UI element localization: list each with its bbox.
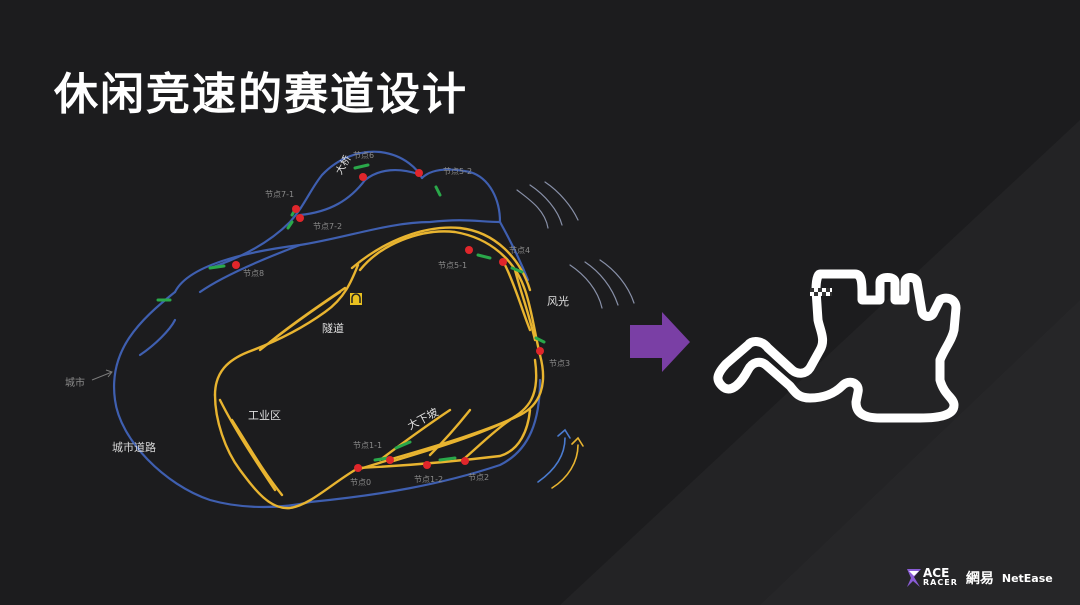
- label-node2: 节点2: [468, 473, 489, 482]
- node-7-1-dot: [292, 205, 300, 213]
- city-pointer-icon: [91, 369, 113, 381]
- node-2-dot: [461, 457, 469, 465]
- node-4-dot: [499, 258, 507, 266]
- label-node7-1: 节点7-1: [265, 190, 294, 199]
- label-city-road: 城市道路: [112, 440, 156, 454]
- segment-markers: [156, 163, 546, 462]
- label-node4: 节点4: [509, 246, 530, 255]
- node-3-dot: [536, 347, 544, 355]
- track-nodes: [232, 169, 544, 472]
- node-0-dot: [354, 464, 362, 472]
- node-5-1-dot: [465, 246, 473, 254]
- map-labels: 城市 城市道路 工业区 隧道 大下坡 风光 大桥 节点0 节点1-1 节点1-2…: [65, 151, 570, 487]
- label-node3: 节点3: [549, 359, 570, 368]
- label-node0: 节点0: [350, 478, 371, 487]
- wind-lines-icon: [516, 181, 635, 309]
- city-road-network: [112, 150, 542, 509]
- label-node1-1: 节点1-1: [353, 441, 382, 450]
- simplified-track-icon: [713, 269, 961, 423]
- right-arrow-icon: [630, 312, 690, 372]
- node-1-1-dot: [386, 456, 394, 464]
- ace-star-icon: [907, 569, 921, 587]
- label-industrial: 工业区: [248, 409, 281, 422]
- checkered-flag-icon: [810, 288, 832, 296]
- slide-title: 休闲竞速的赛道设计: [54, 69, 468, 120]
- label-node5-1: 节点5-1: [438, 261, 467, 270]
- node-8-dot: [232, 261, 240, 269]
- label-tunnel: 隧道: [322, 321, 344, 335]
- label-node8: 节点8: [243, 269, 264, 278]
- label-node1-2: 节点1-2: [414, 475, 443, 484]
- race-track-network: [213, 226, 545, 510]
- node-6-dot: [359, 173, 367, 181]
- ace-racer-logo: ACE RACER: [905, 567, 958, 589]
- direction-arrows-icon: [537, 428, 584, 489]
- label-node7-2: 节点7-2: [313, 222, 342, 231]
- label-node6: 节点6: [353, 151, 374, 160]
- netease-en-logo: NetEase: [1001, 571, 1053, 585]
- ace-logo-top: ACE: [923, 566, 950, 580]
- logo-area: ACE RACER 網易 NetEase: [905, 565, 1053, 591]
- label-node5-2: 节点5-2: [443, 167, 472, 176]
- tunnel-sign-icon: [350, 293, 362, 305]
- node-7-2-dot: [296, 214, 304, 222]
- node-5-2-dot: [415, 169, 423, 177]
- node-1-2-dot: [423, 461, 431, 469]
- label-scenery: 风光: [547, 294, 569, 308]
- label-city: 城市: [65, 376, 85, 389]
- netease-cn-logo: 網易: [965, 571, 994, 587]
- ace-logo-bottom: RACER: [923, 578, 958, 587]
